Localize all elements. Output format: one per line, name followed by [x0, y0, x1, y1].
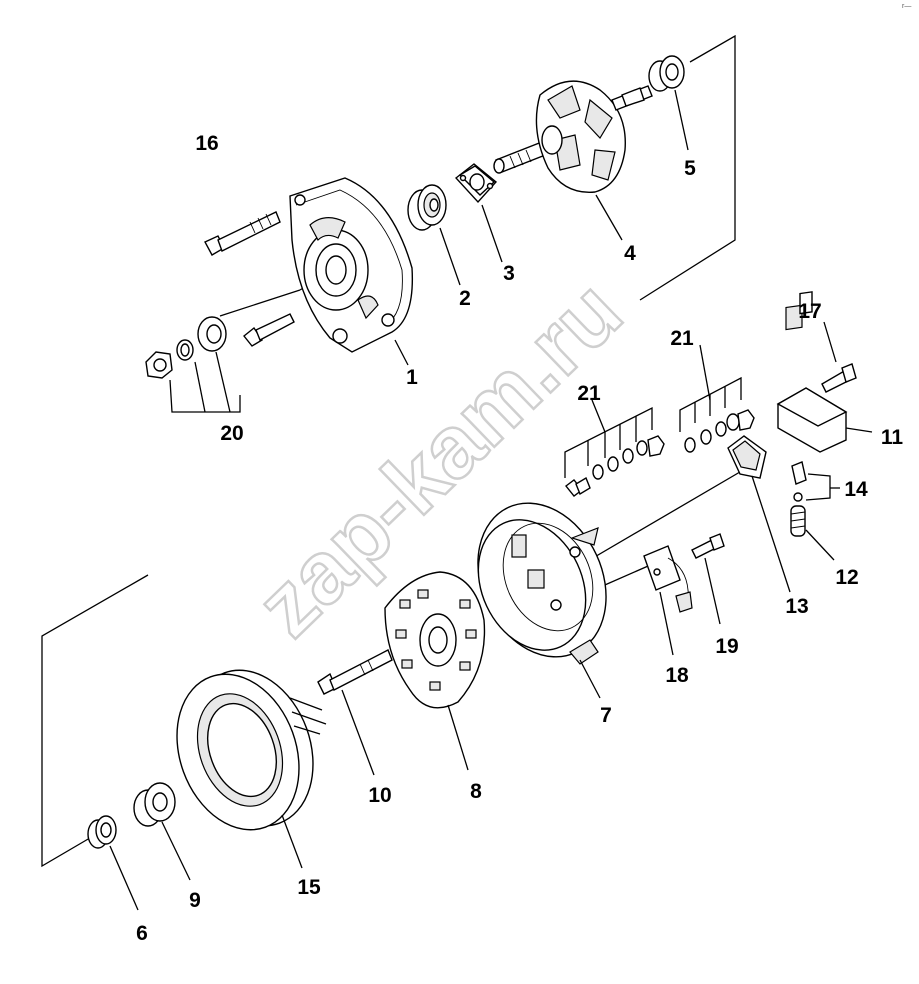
part-7-rear-housing [477, 502, 607, 699]
label-8: 8 [470, 780, 482, 803]
label-9: 9 [189, 889, 201, 912]
label-2: 2 [459, 287, 471, 310]
label-12: 12 [835, 566, 858, 589]
part-5-bushing [648, 55, 689, 151]
part-18-brush-terminal [643, 545, 693, 656]
label-19: 19 [715, 635, 738, 658]
label-7: 7 [600, 704, 612, 727]
part-14-brush [791, 461, 840, 502]
corner-mark: r— [902, 3, 911, 10]
label-11: 11 [881, 426, 904, 449]
part-17-screw [821, 321, 857, 393]
part-13-regulator [727, 435, 791, 593]
label-4: 4 [624, 242, 636, 265]
part-21-washer-set-lower [564, 399, 665, 497]
label-14: 14 [844, 478, 868, 501]
part-12-spring [790, 505, 835, 561]
part-4-rotor [493, 80, 653, 241]
label-18: 18 [665, 664, 689, 687]
part-20-nut-washer-set [145, 289, 301, 413]
part-2-bearing [407, 184, 461, 286]
label-1: 1 [406, 366, 418, 389]
part-19-screw [691, 533, 725, 625]
label-15: 15 [297, 876, 321, 899]
label-6: 6 [136, 922, 148, 945]
label-20: 20 [220, 422, 243, 445]
part-9-bushing [133, 782, 191, 881]
part-6-bearing [87, 815, 139, 911]
assembly-guide-lines [41, 34, 758, 868]
label-21-lower: 21 [577, 382, 601, 405]
part-labels: 16 1 20 2 3 4 5 17 21 21 11 14 12 13 19 … [136, 132, 903, 945]
part-21-washer-set-upper [679, 344, 755, 453]
part-1-front-housing [289, 177, 414, 366]
part-15-stator [176, 669, 327, 869]
label-3: 3 [503, 262, 515, 285]
label-5: 5 [684, 157, 696, 180]
part-16-through-bolt [204, 211, 281, 256]
label-17: 17 [798, 300, 821, 323]
label-16: 16 [195, 132, 218, 155]
label-21-upper: 21 [670, 327, 694, 350]
part-10-bolt [317, 649, 393, 776]
label-13: 13 [785, 595, 808, 618]
part-3-retainer-plate [454, 163, 503, 263]
label-10: 10 [368, 784, 391, 807]
part-11-brush-holder [776, 291, 873, 453]
part-8-rectifier [384, 571, 486, 771]
